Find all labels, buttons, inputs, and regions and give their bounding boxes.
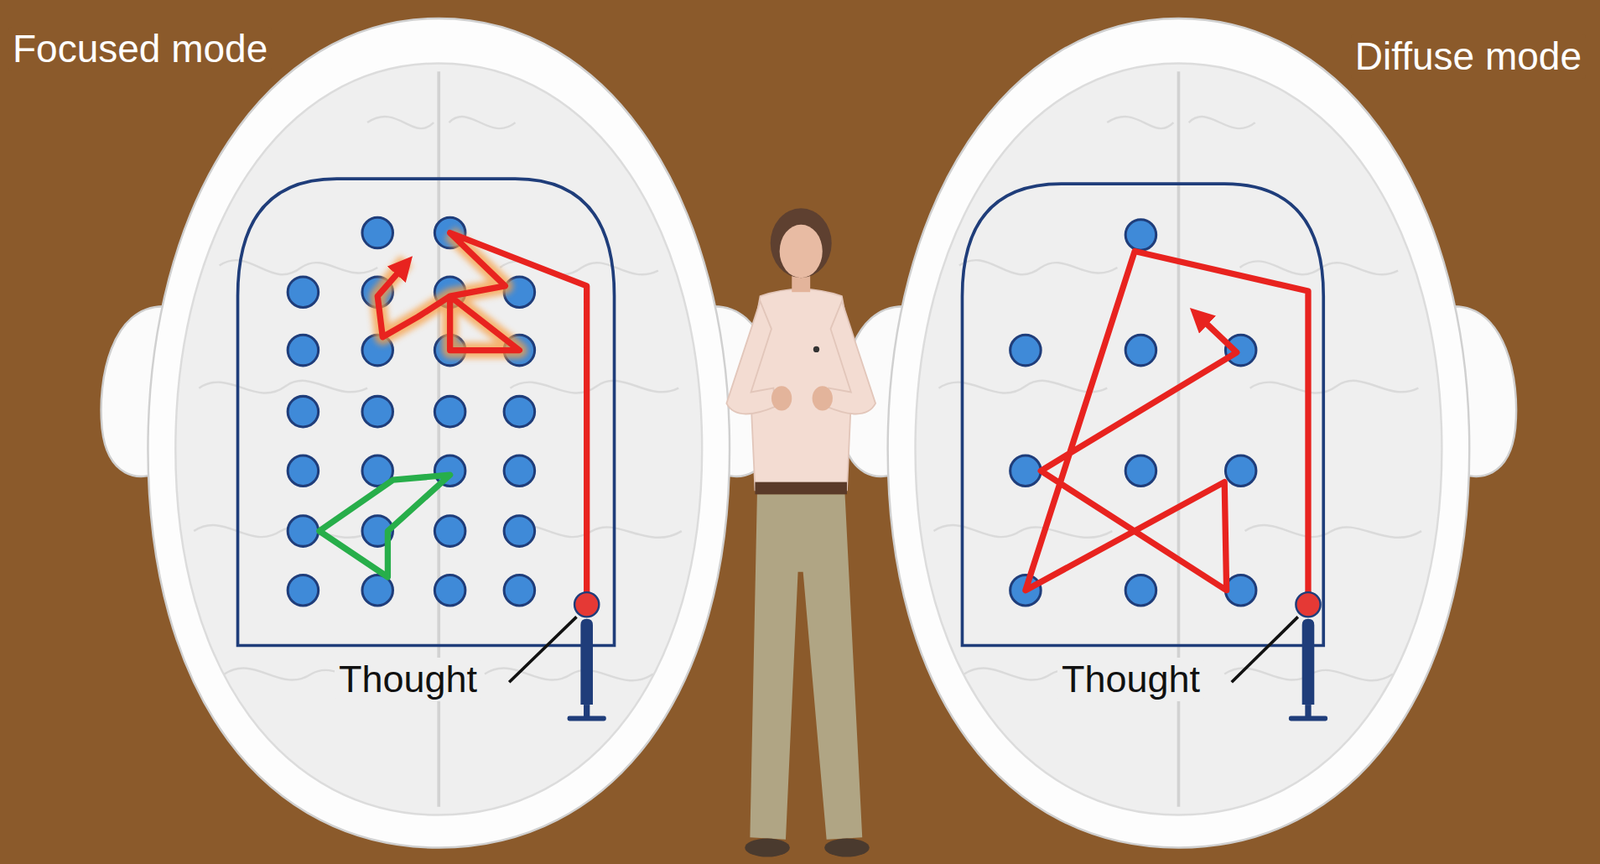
pinball-board <box>961 183 1324 645</box>
arm <box>726 301 775 414</box>
hair <box>770 207 832 278</box>
bumper <box>503 515 536 547</box>
plunger-base <box>567 715 607 721</box>
shoe <box>824 838 870 858</box>
hand <box>812 385 833 411</box>
bumper <box>1125 219 1157 251</box>
bumper <box>1225 334 1257 366</box>
plunger-stem <box>583 704 590 717</box>
left-head <box>101 18 777 848</box>
bumper <box>1225 574 1257 606</box>
plunger <box>580 618 593 705</box>
presenter <box>726 207 876 857</box>
bumper <box>434 395 466 427</box>
plunger-base <box>1288 715 1328 721</box>
bumper <box>503 455 536 487</box>
face <box>779 224 823 278</box>
thought-ball <box>1295 592 1320 617</box>
bumper <box>287 515 319 547</box>
plunger <box>1302 618 1315 705</box>
bumper <box>434 574 466 606</box>
bumper <box>287 334 319 366</box>
arm <box>826 301 876 414</box>
mode-heading: Focused mode <box>8 26 272 72</box>
bumper <box>1125 574 1157 606</box>
bumper <box>1225 455 1257 487</box>
bumper <box>287 276 319 308</box>
bumper <box>434 515 466 547</box>
thought-path <box>377 233 587 605</box>
bumper <box>362 217 394 249</box>
bumper <box>1125 334 1157 366</box>
plunger-stem <box>1304 704 1311 717</box>
right-head <box>841 18 1517 848</box>
thought-path <box>1025 251 1309 605</box>
existing-pattern-path <box>319 474 451 577</box>
trousers <box>749 493 863 840</box>
pinball-board <box>238 178 615 645</box>
mode-heading: Diffuse mode <box>1350 34 1586 79</box>
bumper <box>1010 334 1042 366</box>
bumper <box>362 395 394 427</box>
belt <box>754 482 847 495</box>
shoe <box>744 838 790 858</box>
thought-label: Thought <box>1057 657 1205 702</box>
microphone <box>813 346 820 353</box>
hand <box>771 385 792 411</box>
thought-ball <box>574 592 599 617</box>
bumper <box>1125 455 1157 487</box>
bumper <box>287 455 319 487</box>
leader-line <box>1231 616 1299 682</box>
bumper <box>503 574 536 606</box>
bumper <box>1010 455 1042 487</box>
bumper <box>287 574 319 606</box>
leader-line <box>509 616 577 682</box>
bumper <box>287 395 319 427</box>
bumper <box>503 395 536 427</box>
thought-label: Thought <box>334 657 482 702</box>
